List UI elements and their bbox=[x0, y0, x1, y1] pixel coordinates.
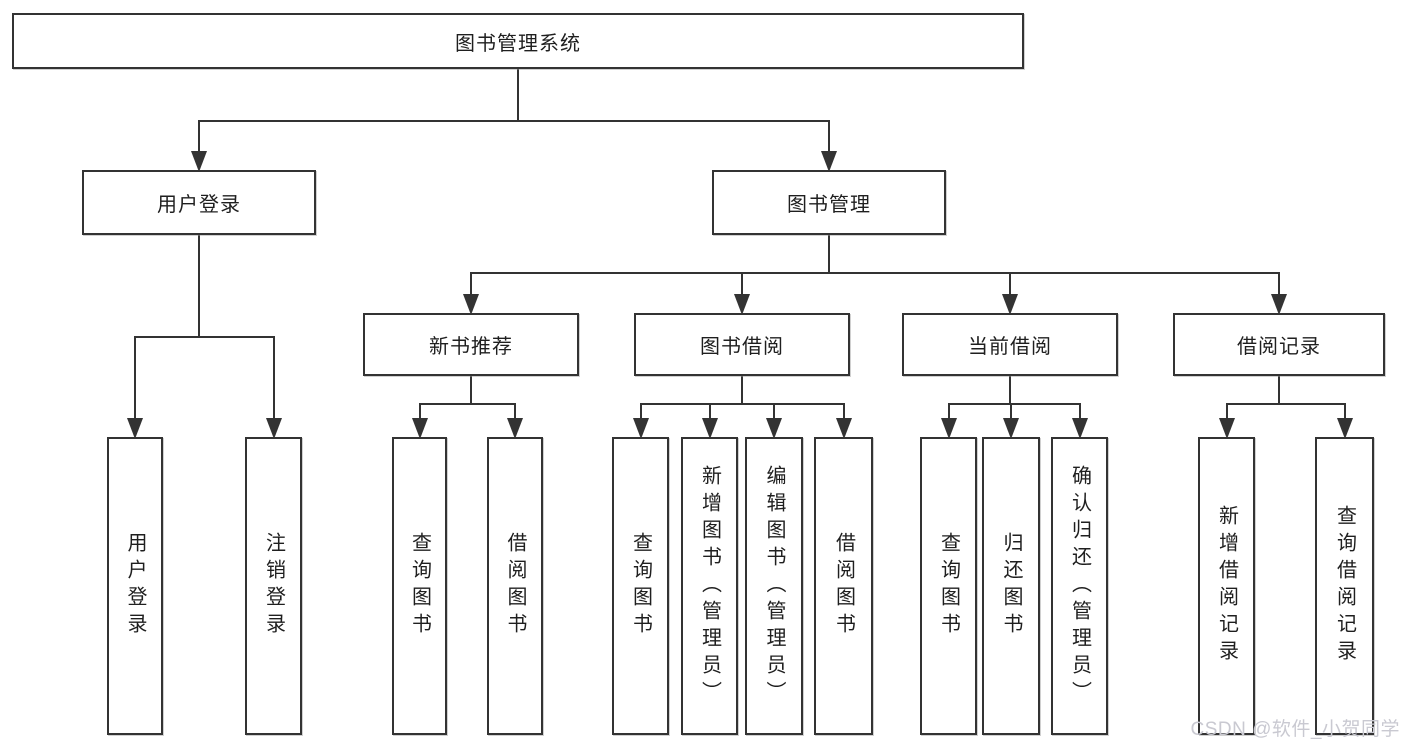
connector-branch-records bbox=[1225, 403, 1346, 405]
arrow-into-rAdd bbox=[1218, 418, 1235, 439]
arrow-into-login bbox=[191, 151, 207, 172]
leaf-return-book: 归还图书 bbox=[982, 437, 1040, 735]
connector-drop-bQuery bbox=[639, 403, 642, 418]
node-book-management-label: 图书管理 bbox=[787, 194, 871, 216]
arrow-into-rec bbox=[463, 294, 479, 315]
arrow-into-records bbox=[1271, 294, 1287, 315]
connector-drop-bEdit bbox=[773, 403, 775, 418]
connector-stub-current bbox=[1009, 376, 1011, 405]
arrow-into-leafLogin bbox=[127, 418, 143, 439]
leaf-add-borrow-record: 新增借阅记录 bbox=[1198, 437, 1255, 735]
leaf-confirm-return-admin: 确认归还（管理员） bbox=[1051, 437, 1108, 735]
node-library-management-system: 图书管理系统 bbox=[12, 13, 1024, 69]
connector-drop-recBorrow bbox=[514, 403, 516, 418]
node-borrowing-records: 借阅记录 bbox=[1173, 313, 1385, 376]
arrow-into-rQuery bbox=[1336, 418, 1353, 439]
arrow-into-cConfirm bbox=[1071, 418, 1088, 439]
leaf-query-books-recommend: 查询图书 bbox=[392, 437, 447, 735]
leaf-confirm-return-admin-label: 确认归还（管理员） bbox=[1068, 464, 1091, 708]
node-book-borrowing-label: 图书借阅 bbox=[700, 336, 784, 358]
arrow-into-cReturn bbox=[1003, 418, 1019, 439]
connector-branch-borrow bbox=[639, 403, 845, 405]
leaf-borrow-books-borrowing-label: 借阅图书 bbox=[832, 532, 855, 640]
arrow-into-bQuery bbox=[632, 418, 649, 439]
leaf-borrow-books-recommend-label: 借阅图书 bbox=[504, 532, 526, 640]
connector-drop-cReturn bbox=[1010, 403, 1012, 418]
node-current-borrowing-label: 当前借阅 bbox=[968, 336, 1052, 358]
arrow-into-bBorrow bbox=[835, 418, 852, 439]
connector-drop-leafLogout bbox=[272, 336, 275, 418]
connector-drop-borrow bbox=[741, 272, 743, 294]
arrow-into-borrow bbox=[734, 294, 750, 315]
arrow-into-recBorrow bbox=[507, 418, 523, 439]
connector-branch-current bbox=[947, 403, 1081, 405]
connector-drop-mgmt bbox=[828, 120, 830, 151]
node-current-borrowing: 当前借阅 bbox=[902, 313, 1118, 376]
arrow-into-cQuery bbox=[940, 418, 957, 439]
connector-drop-cConfirm bbox=[1078, 403, 1081, 418]
connector-drop-leafLogin bbox=[134, 336, 136, 418]
leaf-borrow-books-recommend: 借阅图书 bbox=[487, 437, 543, 735]
leaf-query-borrow-record-label: 查询借阅记录 bbox=[1333, 505, 1356, 667]
connector-drop-rec bbox=[470, 272, 472, 294]
node-user-login: 用户登录 bbox=[82, 170, 316, 235]
leaf-add-borrow-record-label: 新增借阅记录 bbox=[1215, 505, 1238, 667]
leaf-add-book-admin: 新增图书（管理员） bbox=[681, 437, 738, 735]
arrow-into-recQuery bbox=[411, 418, 428, 439]
leaf-query-books-current: 查询图书 bbox=[920, 437, 977, 735]
leaf-query-books-current-label: 查询图书 bbox=[937, 532, 960, 640]
connector-branch-login bbox=[134, 336, 275, 338]
connector-stub-mgmt bbox=[828, 235, 830, 274]
connector-branch-rec bbox=[418, 403, 516, 405]
connector-stub-root bbox=[517, 69, 519, 122]
connector-branch-mgmt bbox=[470, 272, 1280, 274]
arrow-into-bAdd bbox=[701, 418, 718, 439]
leaf-user-login-label: 用户登录 bbox=[124, 532, 146, 640]
leaf-query-books-borrowing: 查询图书 bbox=[612, 437, 669, 735]
node-book-management: 图书管理 bbox=[712, 170, 946, 235]
leaf-borrow-books-borrowing: 借阅图书 bbox=[814, 437, 873, 735]
leaf-user-login: 用户登录 bbox=[107, 437, 163, 735]
leaf-return-book-label: 归还图书 bbox=[1000, 532, 1022, 640]
connector-drop-rQuery bbox=[1343, 403, 1346, 418]
connector-drop-bBorrow bbox=[842, 403, 845, 418]
arrow-into-leafLogout bbox=[265, 418, 282, 439]
connector-stub-rec bbox=[470, 376, 472, 405]
connector-branch-root bbox=[198, 120, 830, 122]
leaf-add-book-admin-label: 新增图书（管理员） bbox=[698, 464, 721, 708]
connector-stub-records bbox=[1278, 376, 1280, 405]
node-user-login-label: 用户登录 bbox=[157, 194, 241, 216]
leaf-edit-book-admin: 编辑图书（管理员） bbox=[745, 437, 803, 735]
connector-drop-records bbox=[1278, 272, 1280, 294]
leaf-query-borrow-record: 查询借阅记录 bbox=[1315, 437, 1374, 735]
connector-stub-borrow bbox=[741, 376, 743, 405]
leaf-edit-book-admin-label: 编辑图书（管理员） bbox=[763, 464, 785, 708]
connector-drop-rAdd bbox=[1225, 403, 1228, 418]
connector-drop-bAdd bbox=[708, 403, 711, 418]
leaf-query-books-borrowing-label: 查询图书 bbox=[629, 532, 652, 640]
arrow-into-current bbox=[1002, 294, 1018, 315]
connector-drop-cQuery bbox=[947, 403, 950, 418]
arrow-into-bEdit bbox=[766, 418, 782, 439]
connector-drop-current bbox=[1009, 272, 1011, 294]
connector-stub-login bbox=[198, 235, 200, 338]
watermark-text: CSDN @软件_小贺同学 bbox=[1190, 719, 1400, 740]
node-library-management-system-label: 图书管理系统 bbox=[455, 32, 581, 55]
node-new-book-recommendation-label: 新书推荐 bbox=[429, 336, 513, 358]
node-new-book-recommendation: 新书推荐 bbox=[363, 313, 579, 376]
node-borrowing-records-label: 借阅记录 bbox=[1237, 336, 1321, 358]
arrow-into-mgmt bbox=[821, 151, 837, 172]
connector-drop-login bbox=[198, 120, 200, 151]
leaf-logout-login: 注销登录 bbox=[245, 437, 302, 735]
connector-drop-recQuery bbox=[418, 403, 421, 418]
node-book-borrowing: 图书借阅 bbox=[634, 313, 850, 376]
leaf-logout-login-label: 注销登录 bbox=[262, 532, 285, 640]
leaf-query-books-recommend-label: 查询图书 bbox=[408, 532, 431, 640]
